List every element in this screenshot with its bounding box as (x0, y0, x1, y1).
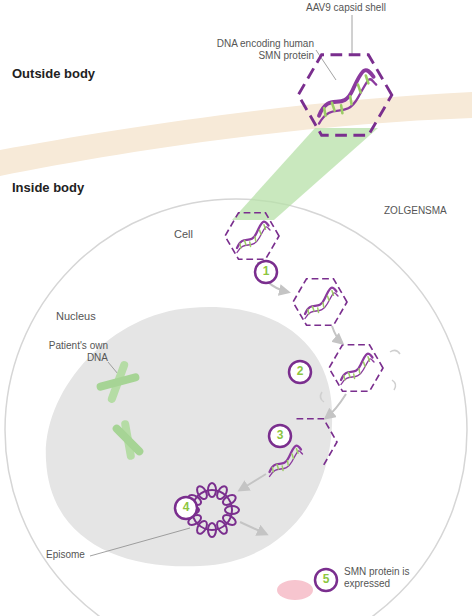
region-label: Outside body (12, 66, 152, 82)
product-label: ZOLGENSMA (384, 205, 470, 217)
callout-number: 4 (175, 500, 197, 514)
chromosome (110, 418, 146, 463)
opened-capsid (270, 419, 338, 477)
leader-line (352, 15, 353, 54)
leader-line (90, 528, 190, 556)
aav9-capsid (225, 213, 279, 260)
node-title: Nucleus (56, 310, 116, 323)
part-label: DNA encoding human SMN protein (214, 38, 314, 62)
aav9-capsid (329, 345, 383, 392)
region-label: Inside body (12, 180, 152, 196)
part-label: Patient's own DNA (36, 340, 108, 364)
delivery-beam (232, 128, 378, 220)
step-label: SMN protein is expressed (344, 566, 416, 590)
shell-fragments (320, 350, 400, 402)
callout-number: 1 (255, 264, 277, 278)
aav9-capsid (293, 279, 347, 326)
leader-line (108, 362, 118, 374)
aav9-capsid (298, 55, 392, 136)
callout-number: 3 (269, 428, 291, 442)
body-boundary (0, 92, 472, 176)
process-arrow (240, 262, 346, 534)
part-label: AAV9 capsid shell (306, 2, 436, 14)
callout-number: 2 (289, 364, 311, 378)
callout-circle (175, 261, 337, 591)
callout-number: 5 (315, 572, 337, 586)
part-label: Episome (46, 549, 106, 561)
cell-circle (5, 199, 467, 616)
smn-protein (277, 580, 313, 600)
